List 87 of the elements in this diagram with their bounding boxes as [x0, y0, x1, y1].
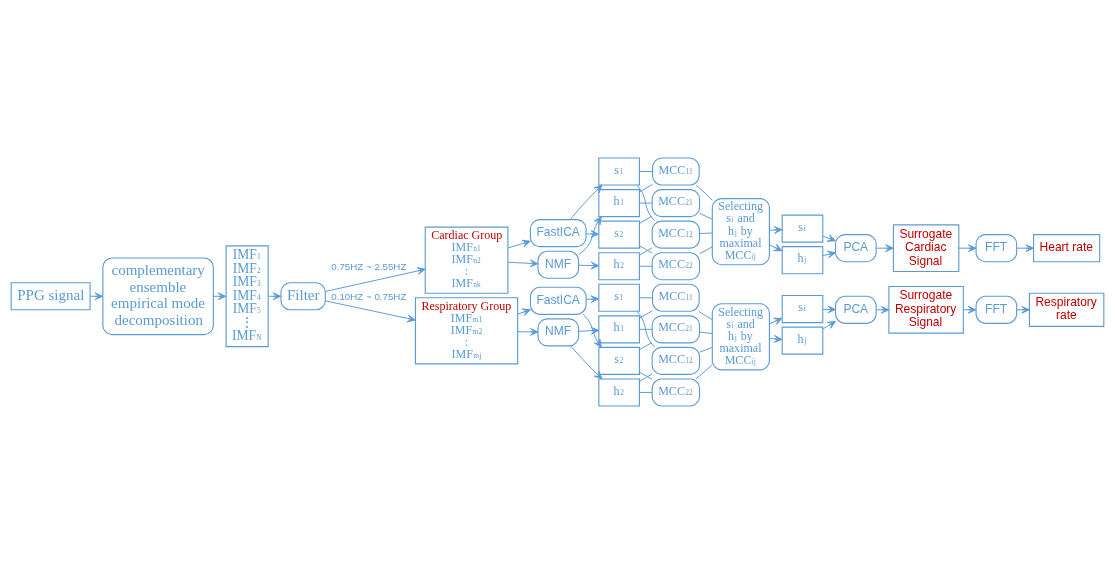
- node-box: Respiratory Group IMFm1 IMFm2 : IMFmj: [414, 296, 519, 364]
- connector: [699, 346, 713, 353]
- arrow: [578, 261, 600, 269]
- arrow: [876, 305, 890, 314]
- node-box: Cardiac Group IMFn1 IMFn2 : IMFnk: [424, 226, 509, 294]
- connector: [639, 265, 653, 267]
- arrow: [876, 243, 894, 252]
- arrow: [324, 299, 416, 322]
- node-box: si: [781, 214, 824, 243]
- node-box: Heart rate: [1033, 233, 1101, 262]
- connector: [699, 232, 713, 234]
- node-box: NMF: [537, 250, 580, 279]
- node-box: Selecting si and hj by maximal MCCij: [711, 197, 770, 265]
- node-box: MCC11: [652, 283, 700, 312]
- connector: [636, 184, 656, 221]
- arrow: [569, 184, 603, 220]
- node-box: NMF: [537, 317, 580, 346]
- arrow: [517, 327, 539, 336]
- arrow: [822, 320, 836, 329]
- connector: [698, 310, 713, 320]
- arrow: [213, 291, 227, 300]
- node-box: MCC21: [651, 314, 701, 343]
- arrow: [324, 266, 426, 292]
- node-box: hj: [781, 245, 824, 274]
- connector: [639, 341, 653, 350]
- edge-label: 0.75HZ ~ 2.55HZ: [331, 260, 407, 272]
- node-box: Selecting si and hj by maximal MCCij: [711, 302, 770, 370]
- node-box: s2: [598, 346, 640, 375]
- node-box: Respiratory rate: [1028, 292, 1105, 327]
- connector: [639, 296, 653, 298]
- node-box: h2: [598, 377, 640, 407]
- arrow: [962, 305, 977, 314]
- node-box: h2: [598, 251, 640, 280]
- connector: [639, 391, 653, 393]
- node-box: PCA: [835, 295, 877, 324]
- connector: [639, 328, 653, 330]
- arrow: [578, 326, 600, 335]
- node-box: MCC11: [652, 156, 700, 186]
- node-box: h1: [598, 188, 640, 217]
- node-box: MCC12: [651, 346, 701, 375]
- node-box: hj: [781, 326, 824, 355]
- node-box: IMF1 IMF2 IMF3 IMF4 IMF5 ⋮ IMFN: [225, 244, 269, 347]
- node-box: Filter: [280, 281, 326, 310]
- node-box: Surrogate Cardiac Signal: [892, 223, 960, 272]
- arrow: [585, 229, 600, 238]
- node-box: s2: [598, 220, 640, 249]
- edge-label: 0.10HZ ~ 0.75HZ: [331, 290, 407, 302]
- arrow: [507, 239, 531, 248]
- node-box: MCC22: [651, 251, 701, 280]
- arrow: [582, 313, 602, 348]
- node-box: Surrogate Respiratory Signal: [888, 285, 964, 334]
- connector: [636, 310, 656, 348]
- arrow: [570, 344, 603, 379]
- connector: [699, 245, 713, 254]
- connector: [639, 170, 653, 172]
- connector: [639, 215, 653, 224]
- node-box: MCC21: [651, 188, 701, 217]
- node-box: FFT: [975, 233, 1018, 262]
- arrow: [958, 243, 977, 252]
- node-box: MCC12: [651, 220, 701, 249]
- arrow: [507, 259, 539, 267]
- node-box: s1: [598, 156, 640, 186]
- node-box: PCA: [835, 233, 877, 262]
- node-box: FFT: [975, 295, 1018, 324]
- arrow: [578, 215, 602, 255]
- node-box: FastICA: [529, 286, 587, 315]
- node-box: PPG signal: [10, 281, 91, 310]
- arrow: [769, 317, 783, 325]
- connector: [699, 212, 713, 220]
- node-box: MCC22: [651, 377, 701, 407]
- arrow: [517, 308, 531, 316]
- arrow: [769, 243, 783, 251]
- node-box: si: [781, 294, 824, 323]
- connector: [699, 331, 713, 334]
- connector: [639, 202, 653, 204]
- node-box: h1: [598, 314, 640, 343]
- node-box: complementary ensemble empirical mode decomposition: [102, 256, 214, 335]
- arrow: [769, 225, 783, 234]
- connector: [695, 363, 713, 379]
- connector: [639, 183, 653, 192]
- connector: [639, 309, 653, 319]
- node-box: s1: [598, 283, 640, 312]
- arrow: [822, 234, 836, 242]
- arrow: [268, 291, 282, 300]
- arrow: [822, 250, 836, 258]
- connector: [695, 184, 713, 201]
- node-box: FastICA: [529, 218, 587, 247]
